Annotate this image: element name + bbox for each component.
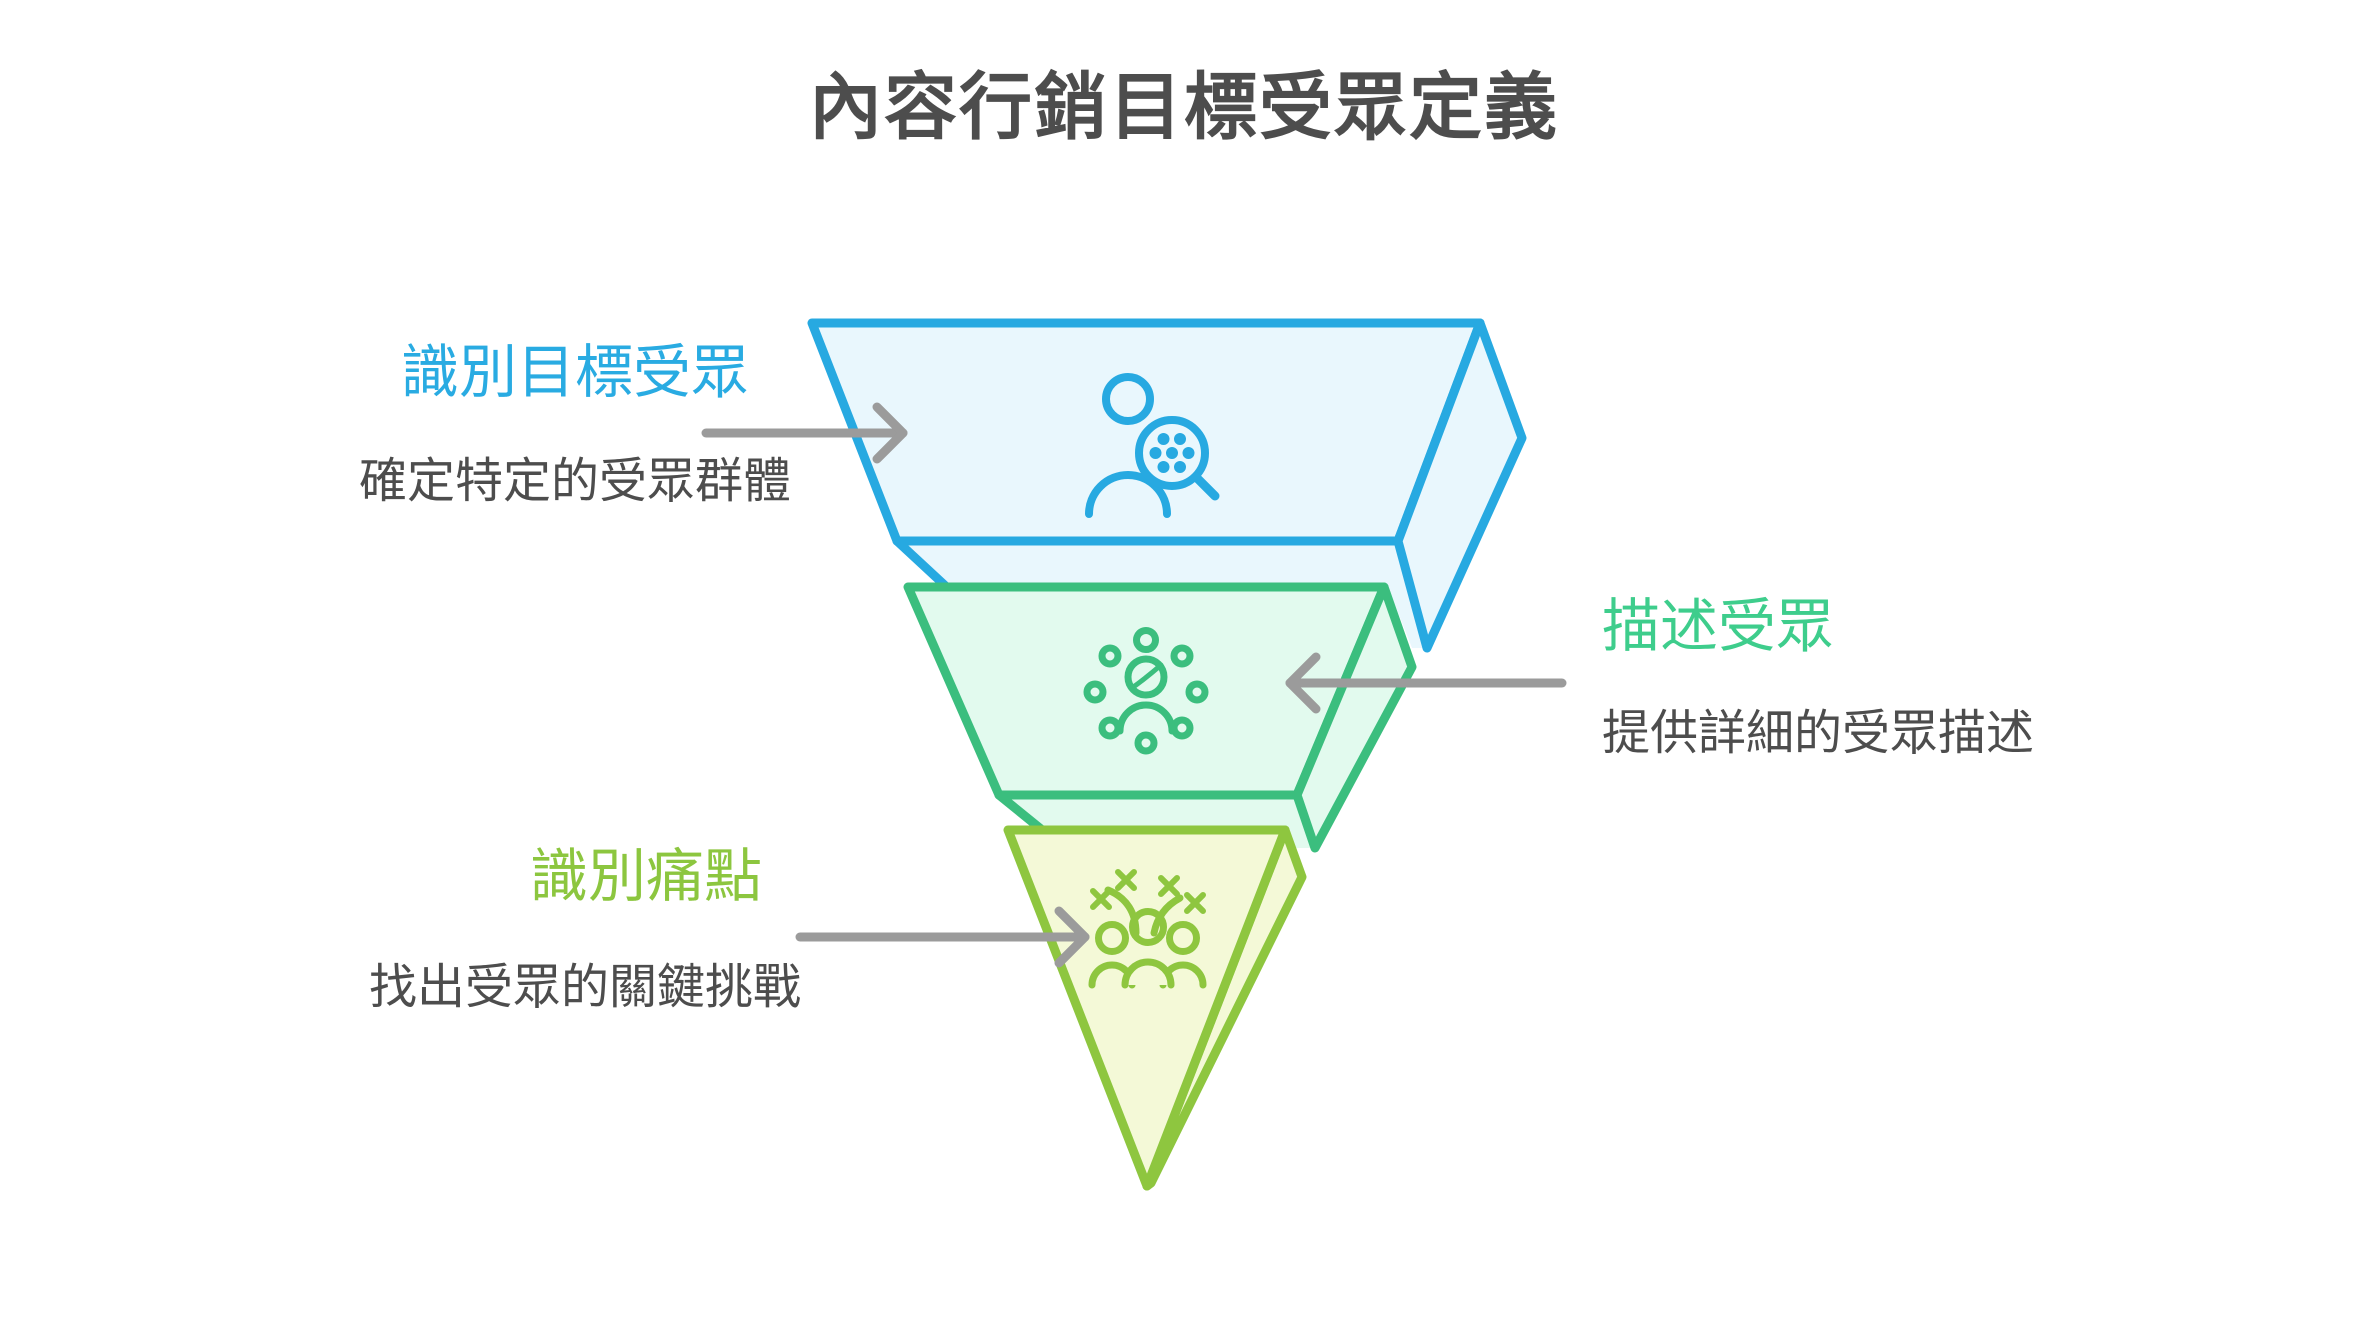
arrow-head-icon <box>1054 906 1090 968</box>
funnel-tier-3 <box>1003 825 1307 1191</box>
icon-person-center <box>1121 908 1175 989</box>
tier1-bottom-sliver <box>897 541 1427 648</box>
icon-ring-dot <box>1083 680 1107 704</box>
icon-ring-dot <box>1134 731 1158 755</box>
funnel-tier-2 <box>903 582 1417 853</box>
person-magnifier-icon <box>1085 373 1220 518</box>
icon-head <box>1102 373 1154 425</box>
step2-label: 描述受眾 <box>1602 594 1835 659</box>
tier3-front-face <box>1003 825 1290 1191</box>
tier2-side-face <box>1292 582 1417 853</box>
step1-label: 識別目標受眾 <box>400 340 749 405</box>
tier1-side-face <box>1393 318 1527 653</box>
icon-shoulders <box>1085 471 1171 518</box>
person-dot-ring-icon <box>1083 627 1209 755</box>
icon-magnifier-handle <box>1191 472 1220 501</box>
icon-ring-dot <box>1133 627 1159 653</box>
connector-arrows <box>701 402 1567 968</box>
step3-description: 找出受眾的關鍵挑戰 <box>368 961 801 1014</box>
icon-ring-dot <box>1170 644 1194 668</box>
icon-ring-dot <box>1185 680 1209 704</box>
group-sparks-icon <box>1088 869 1207 989</box>
page-title: 內容行銷目標受眾定義 <box>809 67 1559 148</box>
icon-spark-cross <box>1090 869 1206 914</box>
funnel-tier-1 <box>807 318 1527 653</box>
icon-head-detail <box>1129 662 1164 691</box>
arrow-step1 <box>701 402 908 464</box>
icon-ring-dot <box>1098 644 1122 668</box>
icon-burst-line-right <box>1150 894 1184 937</box>
icon-shoulders <box>1116 701 1176 735</box>
step3-label: 識別痛點 <box>529 844 762 909</box>
arrow-step3 <box>795 906 1090 968</box>
icon-lens-dots <box>1149 433 1195 473</box>
step1-description: 確定特定的受眾群體 <box>358 455 791 508</box>
arrow-head-icon <box>872 402 908 464</box>
arrow-head-icon <box>1285 652 1321 714</box>
arrow-step2 <box>1285 652 1567 714</box>
icon-head <box>1124 655 1168 699</box>
step2-description: 提供詳細的受眾描述 <box>1602 707 2035 760</box>
